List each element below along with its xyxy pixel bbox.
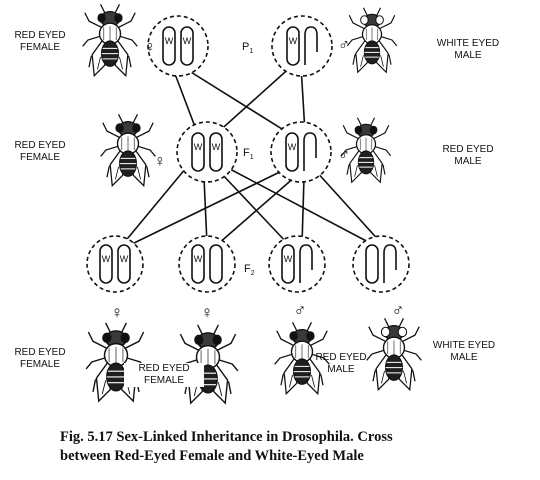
generation-label-f2: F2 — [244, 263, 255, 277]
male-symbol: ♂ — [338, 37, 350, 54]
allele-label: W — [120, 254, 129, 264]
f2-female-fly-left — [85, 322, 147, 402]
allele-label: W — [194, 254, 203, 264]
male-symbol: ♂ — [338, 147, 350, 164]
allele-label: W — [284, 254, 293, 264]
line-f1m-to-f2a — [131, 167, 289, 245]
line-f1m-to-f2c — [301, 177, 305, 245]
f2-female-homozygous-circle: W W — [86, 235, 144, 293]
female-symbol: ♀ — [201, 303, 214, 322]
f1-female-chromosome-circle: W W — [176, 121, 238, 183]
cross-lines — [122, 63, 383, 245]
f1-female-fly — [100, 113, 156, 187]
p1-male-chromosome-circle: W — [271, 15, 333, 77]
female-symbol: ♀ — [154, 153, 166, 170]
male-symbol: ♂ — [294, 301, 307, 320]
allele-label: W — [102, 254, 111, 264]
line-f1f-to-f2c — [219, 171, 289, 245]
allele-label: W — [194, 142, 203, 152]
line-f1f-to-f2d — [227, 167, 373, 245]
line-p1f-to-f1f — [171, 65, 198, 133]
generation-label-p1: P1 — [242, 41, 253, 55]
allele-label: W — [212, 142, 221, 152]
allele-label: W — [165, 36, 174, 46]
allele-label: W — [288, 142, 297, 152]
caption-line-2: between Red-Eyed Female and White-Eyed M… — [60, 448, 364, 464]
male-symbol: ♂ — [392, 301, 405, 320]
p1-female-chromosome-circle: W W — [147, 15, 209, 77]
allele-label: W — [289, 36, 298, 46]
f1-male-chromosome-circle: W — [270, 121, 332, 183]
f2-male-red-circle: W — [268, 235, 326, 293]
p1-male-fly — [346, 7, 398, 73]
allele-label: W — [183, 36, 192, 46]
line-f1f-to-f2b — [203, 177, 208, 245]
line-f1f-to-f2a — [122, 167, 187, 245]
line-p1m-to-f1m — [300, 65, 306, 133]
line-p1f-to-f1m — [177, 63, 291, 135]
generation-label-f1: F1 — [243, 147, 254, 161]
line-f1m-to-f2b — [217, 175, 297, 245]
figure-caption: Fig. 5.17 Sex-Linked Inheritance in Dros… — [60, 428, 530, 466]
line-p1m-to-f1f — [215, 63, 295, 135]
p1-female-fly — [82, 3, 138, 77]
caption-line-1: Fig. 5.17 Sex-Linked Inheritance in Dros… — [60, 429, 393, 445]
f2-female-heterozygous-circle: W — [178, 235, 236, 293]
f2-male-white-circle — [352, 235, 410, 293]
female-symbol: ♀ — [111, 303, 124, 322]
line-f1m-to-f2d — [314, 169, 383, 245]
female-symbol: ♀ — [144, 39, 156, 56]
